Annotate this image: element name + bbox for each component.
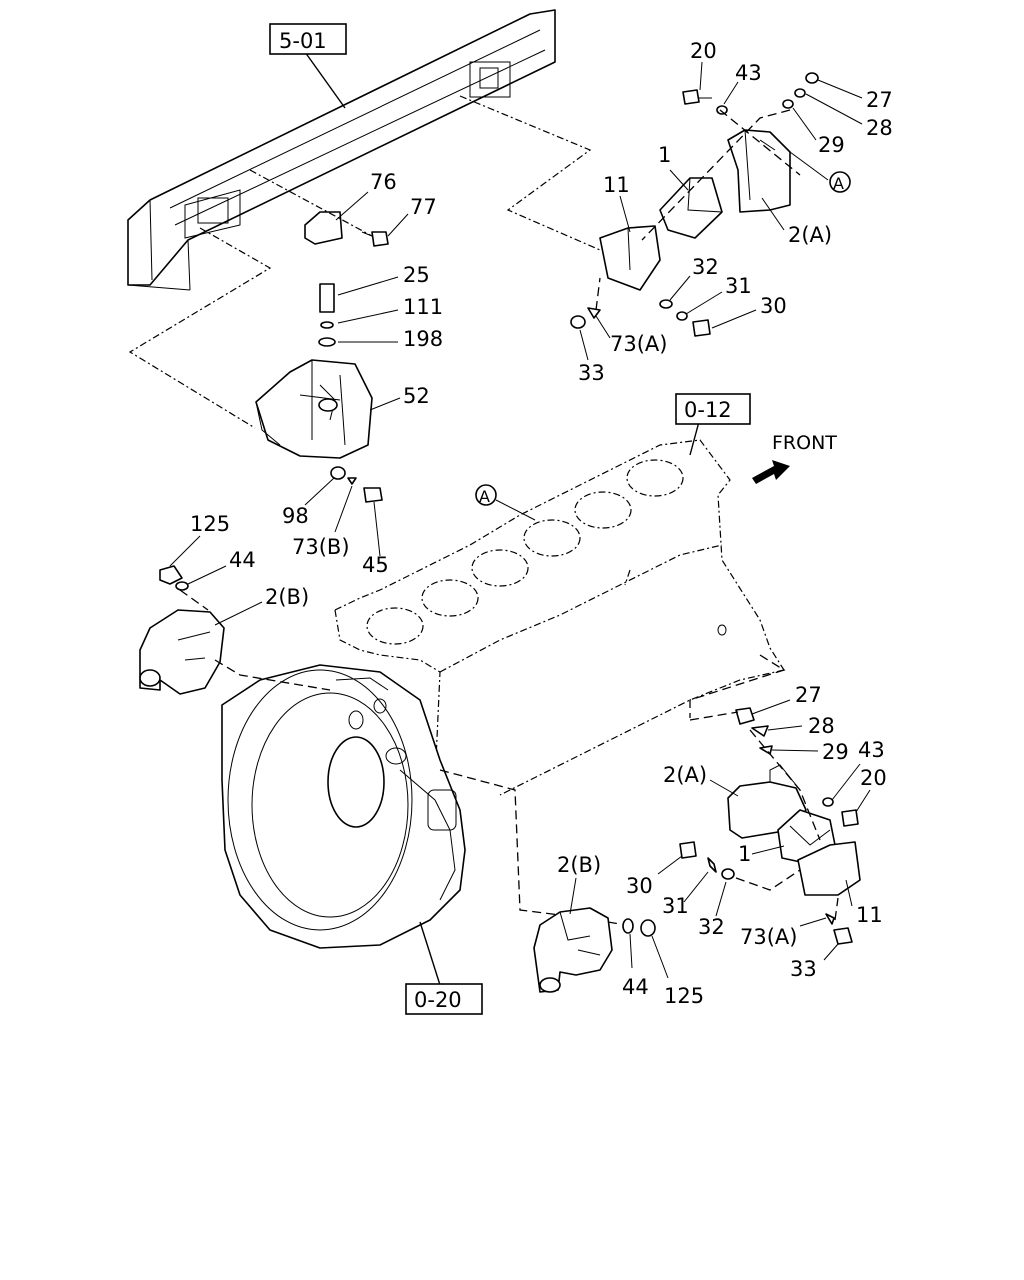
washer-28b [751,725,769,737]
ref-box-housing [405,983,483,1015]
callout-11b: 11 [856,903,883,927]
callout-43b: 43 [858,738,885,762]
nut-33a [570,315,586,329]
washer-32a [659,299,673,309]
callout-2a-upper: 2(A) [788,223,832,247]
bolt-45 [363,487,383,503]
callout-27b: 27 [795,683,822,707]
washer-73a-upper [587,307,601,319]
front-arrow-icon [752,460,790,484]
front-label: FRONT [772,432,837,454]
washer-111 [320,321,334,329]
callout-43a: 43 [735,61,762,85]
callout-45: 45 [362,553,389,577]
callout-198: 198 [403,327,443,351]
callout-30b: 30 [626,874,653,898]
mount-52 [255,359,373,459]
ref-box-block [675,393,751,425]
marker-a-upper-label: A [833,174,844,193]
callout-1a: 1 [658,143,671,167]
callout-77: 77 [410,195,437,219]
washer-29a [782,99,794,109]
callout-125b: 125 [664,984,704,1008]
nut-33b [833,927,853,945]
callout-27a: 27 [866,88,893,112]
ref-label-block: 0-12 [684,398,732,422]
callout-73b: 73(B) [292,535,350,559]
callout-73a-lower: 73(A) [740,925,797,949]
marker-a-block-label: A [479,487,490,506]
callout-2a-lower: 2(A) [663,763,707,787]
callout-28a: 28 [866,116,893,140]
washer-73b [347,477,357,485]
bolt-30a [692,319,711,337]
callout-20a: 20 [690,39,717,63]
nut-125b [640,919,656,937]
ref-box-frame [269,23,347,55]
callout-29b: 29 [822,740,849,764]
bolt-20b [841,809,859,827]
washer-198 [318,337,336,347]
marker-a-upper [829,171,851,193]
plate-11b [797,841,861,896]
cushion-1a [659,177,723,239]
callout-32a: 32 [692,255,719,279]
nut-27a [805,72,819,84]
callout-73a-upper: 73(A) [610,332,667,356]
frame-rail [127,9,556,291]
callout-2b-lower: 2(B) [557,853,601,877]
washer-29b [759,745,773,755]
callout-1b: 1 [738,842,751,866]
callout-2b-upper: 2(B) [265,585,309,609]
bracket-76 [304,211,343,245]
callout-98: 98 [282,504,309,528]
callout-76: 76 [370,170,397,194]
callout-33a: 33 [578,361,605,385]
nut-125a [159,565,183,585]
bolt-30b [679,841,697,859]
ref-label-frame: 5-01 [279,29,327,53]
marker-a-block [475,484,497,506]
callout-31a: 31 [725,274,752,298]
plate-11a [599,225,661,291]
callout-25: 25 [403,263,430,287]
callout-28b: 28 [808,714,835,738]
callout-44b: 44 [622,975,649,999]
engine-block [334,439,785,796]
callout-31b: 31 [662,894,689,918]
bolt-20a [682,89,700,105]
bracket-2b-upper [139,609,225,695]
nut-27b [735,707,755,725]
callout-20b: 20 [860,766,887,790]
washer-44b [622,918,634,934]
washer-44a [175,581,189,591]
washer-31b [707,857,717,873]
washer-31a [676,311,688,321]
callout-29a: 29 [818,133,845,157]
callout-30a: 30 [760,294,787,318]
callout-111: 111 [403,295,443,319]
ref-label-housing: 0-20 [414,988,462,1012]
callout-32b: 32 [698,915,725,939]
washer-43b [822,797,834,807]
bolt-25 [319,283,335,313]
washer-43a [716,105,728,115]
washer-98 [330,466,346,480]
washer-28a [794,88,806,98]
callout-33b: 33 [790,957,817,981]
bracket-2a-upper [727,129,791,213]
callout-11a: 11 [603,173,630,197]
flywheel-housing [221,664,466,949]
washer-73a-lower [825,913,835,925]
washer-32b [721,868,735,880]
bolt-77 [371,231,389,247]
callout-44a: 44 [229,548,256,572]
callout-52: 52 [403,384,430,408]
callout-125a: 125 [190,512,230,536]
